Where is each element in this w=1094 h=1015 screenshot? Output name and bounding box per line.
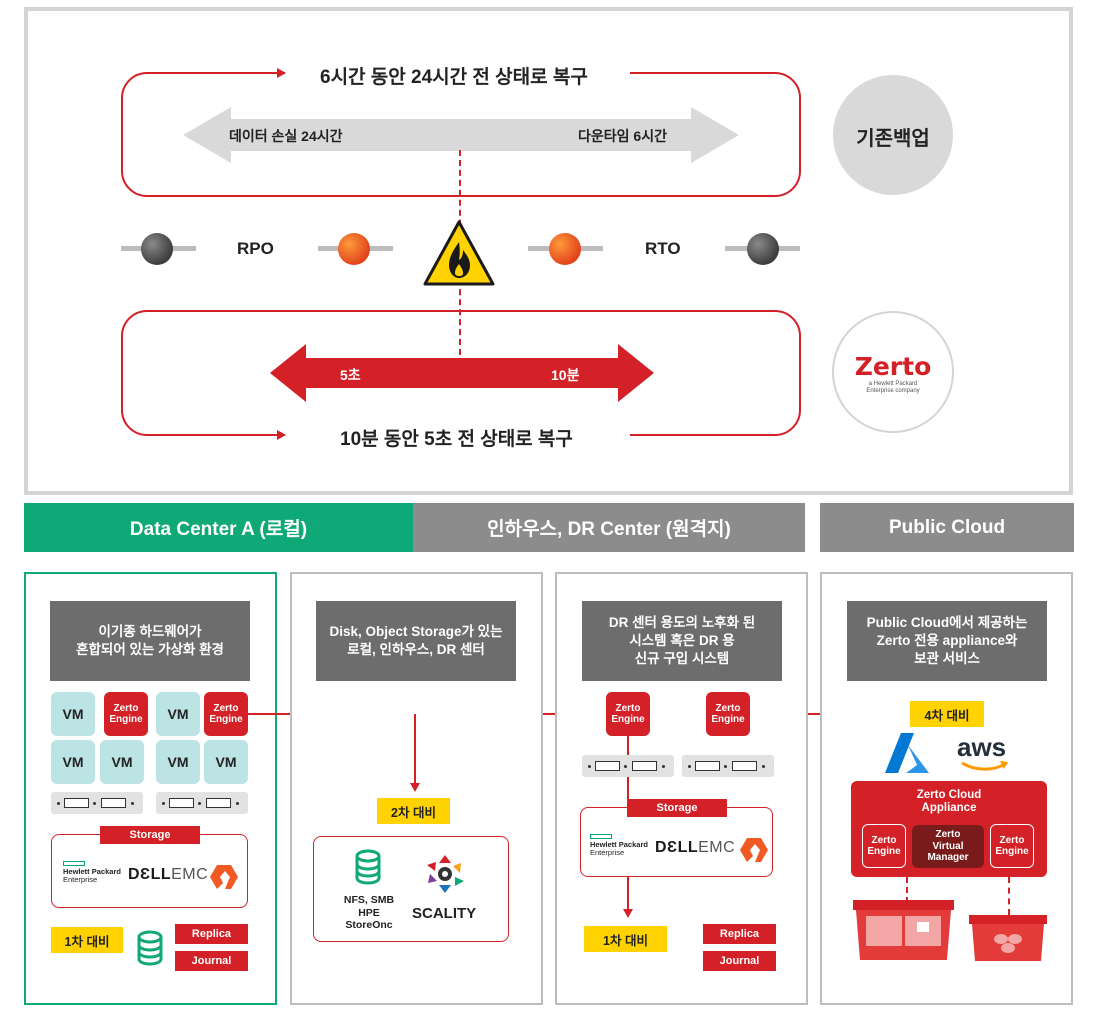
zerto-gap-arrow [270, 344, 654, 402]
vm-box: VM [51, 740, 95, 784]
tier2-badge: 2차 대비 [377, 798, 450, 824]
vm-box: VM [51, 692, 95, 736]
cloud-appliance-label: Zerto Cloud Appliance [916, 789, 982, 815]
pure-storage-icon [210, 865, 238, 889]
col3-title: DR 센터 용도의 노후화 된 시스템 혹은 DR 용 신규 구입 시스템 [582, 601, 782, 681]
dell-emc-logo: DƐLLEMC [128, 866, 209, 883]
server-icon [582, 755, 674, 777]
vm-box: VM [204, 740, 248, 784]
downtime-label: 다운타임 6시간 [578, 128, 667, 144]
legacy-backup-circle [833, 75, 953, 195]
nfs-label: NFS, SMB HPE StoreOnc [343, 894, 395, 932]
rto-label: RTO [645, 239, 681, 258]
zerto-circle [832, 311, 954, 433]
section-cloud: Public Cloud [820, 503, 1074, 552]
section-local: Data Center A (로컬) [24, 503, 413, 552]
replica-label: Replica [703, 924, 776, 944]
replica-label: Replica [175, 924, 248, 944]
aws-logo: aws [957, 732, 1007, 762]
server-icon [51, 792, 143, 814]
cloud-storage-bucket-icon [853, 900, 954, 960]
zerto-engine: Zerto Engine [606, 692, 650, 736]
zerto-recovery-title: 10분 동안 5초 전 상태로 복구 [332, 424, 581, 451]
database-icon [137, 930, 163, 966]
dell-emc-logo: DƐLLEMC [655, 839, 736, 856]
tier2-storage-box [313, 836, 509, 942]
zerto-engine: Zerto Engine [862, 824, 906, 868]
fire-warning-icon [423, 220, 495, 286]
tier2-line [414, 714, 416, 784]
scality-label: SCALITY [412, 905, 477, 922]
legacy-rpo-marker [141, 233, 173, 265]
zerto-engine: Zerto Engine [104, 692, 148, 736]
zerto-rto-value: 10분 [551, 367, 580, 383]
legacy-backup-label: 기존백업 [856, 128, 930, 150]
zerto-loop-arrow [277, 430, 286, 440]
storage-box [580, 807, 773, 877]
col2-title: Disk, Object Storage가 있는 로컬, 인하우스, DR 센터 [316, 601, 516, 681]
zerto-logo: Zerto [854, 352, 932, 381]
storage-label: Storage [100, 826, 200, 844]
data-loss-label: 데이터 손실 24시간 [229, 128, 343, 144]
aws-smile-icon [961, 761, 1008, 771]
azure-icon [885, 733, 929, 773]
rpo-label: RPO [237, 239, 274, 258]
col4-title: Public Cloud에서 제공하는 Zerto 전용 appliance와 … [847, 601, 1047, 681]
zerto-virtual-manager: Zerto Virtual Manager [912, 825, 984, 868]
zerto-engine: Zerto Engine [990, 824, 1034, 868]
legacy-recovery-title: 6시간 동안 24시간 전 상태로 복구 [312, 62, 596, 89]
scality-icon [427, 855, 464, 893]
database-icon [355, 849, 381, 885]
cloud-archive-icon [969, 915, 1047, 961]
storage-label: Storage [627, 799, 727, 817]
zerto-rpo-value: 5초 [340, 367, 361, 383]
zerto-rto-marker [549, 233, 581, 265]
tier1-badge: 1차 대비 [584, 926, 667, 952]
zerto-rpo-marker [338, 233, 370, 265]
journal-label: Journal [175, 951, 248, 971]
vm-box: VM [156, 692, 200, 736]
tier1-badge: 1차 대비 [51, 927, 123, 953]
server-icon [682, 755, 774, 777]
col1-title: 이기종 하드웨어가 혼합되어 있는 가상화 환경 [50, 601, 250, 681]
legacy-gap-arrow [183, 107, 739, 163]
vm-box: VM [100, 740, 144, 784]
server-icon [156, 792, 248, 814]
zerto-engine: Zerto Engine [204, 692, 248, 736]
tier4-badge: 4차 대비 [910, 701, 984, 727]
section-inhouse: 인하우스, DR Center (원격지) [413, 503, 805, 552]
legacy-loop-arrow [277, 68, 286, 78]
journal-label: Journal [703, 951, 776, 971]
zerto-engine: Zerto Engine [706, 692, 750, 736]
vm-box: VM [156, 740, 200, 784]
pure-storage-icon [740, 838, 768, 862]
zerto-logo-subtitle: a Hewlett Packard Enterprise company [866, 381, 920, 395]
legacy-rto-marker [747, 233, 779, 265]
